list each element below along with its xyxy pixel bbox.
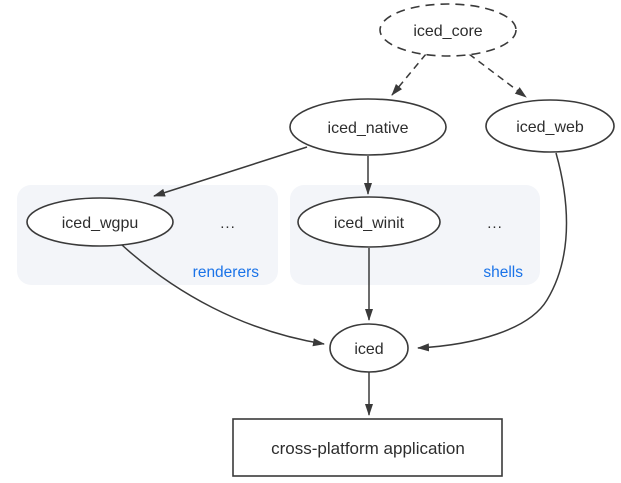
node-iced-web	[485, 99, 615, 153]
edge-iced-wgpu-to-iced	[121, 244, 325, 347]
edge-iced-core-to-iced-web	[468, 53, 527, 98]
node-iced-native-label: iced_native	[328, 120, 409, 137]
edge-iced-core-to-iced-native	[391, 53, 427, 96]
group-renderers-label: renderers	[193, 264, 260, 281]
edge-iced-native-to-iced-wgpu	[153, 146, 308, 197]
node-application-label: cross-platform application	[271, 439, 465, 458]
node-iced-core	[379, 3, 517, 57]
node-iced-core-label: iced_core	[413, 23, 482, 40]
group-shells-label: shells	[483, 264, 523, 281]
node-iced-winit-label: iced_winit	[334, 215, 405, 232]
edge-iced-web-to-iced	[417, 152, 568, 352]
node-iced-web-label: iced_web	[516, 119, 584, 136]
group-renderers-ellipsis: ...	[220, 215, 236, 232]
node-iced	[329, 323, 409, 373]
group-shells-ellipsis: ...	[487, 215, 503, 232]
node-iced-wgpu	[26, 197, 174, 247]
node-iced-native	[289, 98, 447, 156]
node-application	[232, 418, 503, 477]
node-iced-label: iced	[354, 341, 383, 358]
node-iced-wgpu-label: iced_wgpu	[62, 215, 139, 232]
node-iced-winit	[297, 196, 441, 248]
